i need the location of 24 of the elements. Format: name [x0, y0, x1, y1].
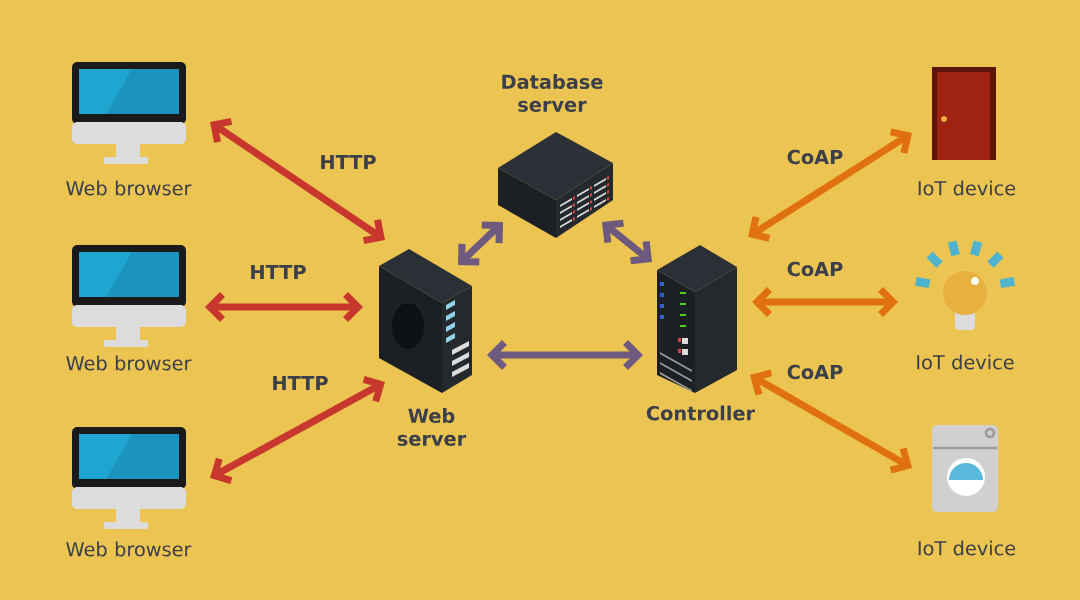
device-label: IoT device [918, 180, 1016, 196]
double-arrow [210, 376, 385, 484]
device-label: Web browser [66, 355, 192, 371]
device-label: IoT device [918, 540, 1016, 556]
device-label: Web server [397, 408, 467, 446]
device-label: Web browser [66, 541, 192, 557]
double-arrow [602, 219, 652, 265]
double-arrow [750, 369, 912, 474]
edge-label: CoAP [787, 261, 843, 277]
edge-label: CoAP [787, 364, 843, 380]
double-arrow [748, 128, 912, 242]
double-arrow [752, 287, 898, 317]
edge-label: CoAP [787, 149, 843, 165]
device-label: IoT device [917, 354, 1014, 370]
edge-label: HTTP [273, 375, 328, 391]
device-label: Web browser [66, 180, 192, 196]
edge-label: HTTP [251, 264, 306, 280]
device-label: Controller [646, 405, 756, 421]
double-arrow [205, 292, 363, 322]
device-label: Database server [502, 74, 603, 112]
double-arrow [487, 340, 643, 370]
edge-label: HTTP [321, 154, 376, 170]
double-arrow [458, 221, 503, 266]
double-arrow [210, 117, 385, 245]
